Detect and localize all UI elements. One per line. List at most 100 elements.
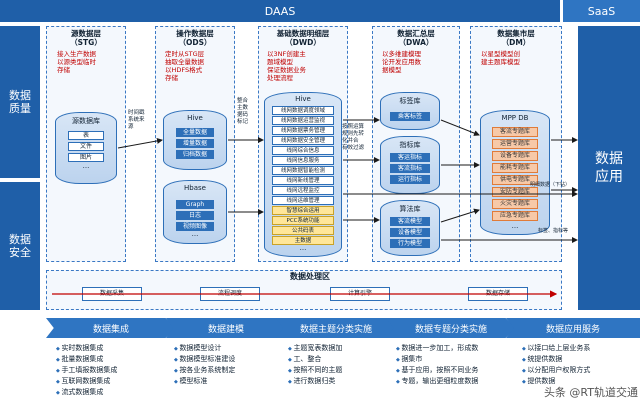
list-item: 数据进一步加工，形成数 [396, 343, 516, 354]
dm-item: 供电专题库 [492, 175, 538, 185]
dwd-item: 线网综合信息 [272, 146, 334, 155]
tag-library-title: 标签库 [399, 97, 421, 105]
list-item: 主题宽表数据加 [288, 343, 386, 354]
ods-hbase-item: 视频图像 [176, 222, 214, 231]
proc-step-store: 数据存储 [468, 287, 528, 301]
list-item: 模型标准 [174, 376, 279, 387]
source-bullet: 存储 [57, 66, 70, 74]
list-item: 基于应用，按照不同业务 [396, 365, 516, 376]
dwd-item: 线网数据安全管理 [272, 136, 334, 145]
tab-theme-classification: 数据主题分类实施 [276, 318, 396, 338]
ods-bullet: 以HDFS格式 [165, 66, 203, 74]
ods-hive-item: 归档数据 [176, 150, 214, 159]
theme-list: 主题宽表数据加 工、整合 按照不同的主题 进行数据归类 [288, 343, 386, 387]
metric-library-title: 指标库 [399, 141, 421, 149]
dm-item: 能耗专题库 [492, 163, 538, 173]
dwd-item: 线网运维管理 [272, 196, 334, 205]
dwd-flow-label: 按照运算 规则先转 化并合 有效过滤 [342, 124, 365, 151]
dm-item: 火灾专题库 [492, 199, 538, 209]
dwd-item: PCC系统功能 [272, 216, 334, 225]
ods-dots: ··· [191, 232, 199, 240]
dwd-item: 线网信息服务 [272, 156, 334, 165]
tab-data-modeling: 数据建模 [166, 318, 286, 338]
ods-layer-title: 操作数据层 （ODS） [176, 29, 214, 47]
ods-bullet: 定时从STG层 [165, 50, 205, 58]
dm-bullet: 以星型模型创 [481, 50, 520, 58]
ods-flow-label: 整合 主数 据码 标记 [237, 98, 249, 125]
tab-topic-classification: 数据专题分类实施 [386, 318, 516, 338]
ods-hive-title: Hive [187, 114, 203, 122]
dm-item: 应急专题库 [492, 211, 538, 221]
dwa-bullets: 以多维建模理 论开发应用数 据模型 [377, 50, 459, 74]
list-item: 数据模型标准建设 [174, 354, 279, 365]
list-item: 据集市 [396, 354, 516, 365]
dm-item: 客流专题库 [492, 127, 538, 137]
ods-hbase-item: Graph [176, 200, 214, 209]
dwd-layer-title: 基础数据明细层 （DWD） [276, 29, 330, 47]
dm-item: 安防专题库 [492, 187, 538, 197]
list-item: 手工填报数据集成 [56, 365, 166, 376]
tag-library-item: 乘客标签 [390, 112, 430, 121]
dwd-item: 线网数据运营监视 [272, 116, 334, 125]
list-item: 以分配用户权限方式 [522, 365, 640, 376]
ods-bullets: 定时从STG层 抽取全量数据 以HDFS格式 存储 [160, 50, 235, 82]
data-security-band: 数据 安全 [0, 182, 40, 310]
ods-hive-item: 增量数据 [176, 139, 214, 148]
source-db-title: 源数据库 [72, 117, 100, 125]
list-item: 批量数据集成 [56, 354, 166, 365]
list-item: 按照不同的主题 [288, 365, 386, 376]
dwa-bullet: 据模型 [382, 66, 402, 74]
algorithm-library-item: 行为模型 [390, 239, 430, 248]
source-dots: ··· [82, 164, 90, 172]
dm-note-drilldown: 明细数据（下钻） [530, 182, 571, 188]
processing-title: 数据处理区 [290, 272, 330, 281]
dm-bullet: 建主题库模型 [481, 58, 520, 66]
ods-bullet: 存储 [165, 74, 178, 82]
list-item: 工、整合 [288, 354, 386, 365]
list-item: 统提供数据 [522, 354, 640, 365]
dwa-bullet: 以多维建模理 [382, 50, 421, 58]
daas-header: DAAS [0, 0, 560, 22]
source-item-file: 文件 [68, 142, 104, 151]
metric-library-item: 运行指标 [390, 175, 430, 184]
list-item: 提供数据 [522, 376, 640, 387]
source-bullets: 接入生产数据 以源类型临时 存储 [52, 50, 126, 74]
dm-item: 运营专题库 [492, 139, 538, 149]
dm-layer-title: 数据集市层 （DM） [497, 29, 535, 47]
dwd-item: 智慧综合运用 [272, 206, 334, 215]
dm-dots: ··· [511, 224, 519, 232]
metric-library-item: 客运指标 [390, 153, 430, 162]
dm-bullets: 以星型模型创 建主题库模型 [476, 50, 562, 66]
dm-item: 设备专题库 [492, 151, 538, 161]
data-quality-band: 数据 质量 [0, 26, 40, 178]
topic-list: 数据进一步加工，形成数 据集市 基于应用，按照不同业务 专题，输出更细粒度数据 [396, 343, 516, 387]
ods-hive-item: 全量数据 [176, 128, 214, 137]
dwd-item: 线网远程监控 [272, 186, 334, 195]
list-item: 互联网数据集成 [56, 376, 166, 387]
data-application-band: 数据 应用 [578, 26, 640, 310]
dwd-bullet: 以3NF创建主 [267, 50, 306, 58]
proc-step-compute: 计算引擎 [330, 287, 390, 301]
integration-list: 实时数据集成 批量数据集成 手工填报数据集成 互联网数据集成 流式数据集成 [56, 343, 166, 398]
modeling-list: 数据模型设计 数据模型标准建设 按各业务系统制定 模型标准 [174, 343, 279, 387]
dwd-item: 主数据 [272, 236, 334, 245]
mpp-db-title: MPP DB [501, 114, 529, 122]
source-bullet: 以源类型临时 [57, 58, 96, 66]
list-item: 按各业务系统制定 [174, 365, 279, 376]
list-item: 专题，输出更细粒度数据 [396, 376, 516, 387]
list-item: 进行数据归类 [288, 376, 386, 387]
proc-step-collect: 数据采集 [82, 287, 142, 301]
source-flow-label: 时间戳 系统来 源 [128, 110, 145, 130]
watermark: 头条 @RT轨道交通 [543, 386, 638, 399]
proc-step-schedule: 流程调度 [200, 287, 260, 301]
source-item-image: 图片 [68, 153, 104, 162]
list-item: 以接口给上层业务系 [522, 343, 640, 354]
saas-header: SaaS [563, 0, 640, 22]
dwd-item: 线网数据调度领域 [272, 106, 334, 115]
list-item: 数据模型设计 [174, 343, 279, 354]
dwa-layer-title: 数据汇总层 （DWA） [397, 29, 435, 47]
dwd-item: 线网新线管理 [272, 176, 334, 185]
dwd-bullets: 以3NF创建主 题域模型 保证数据业务 处理流程 [262, 50, 348, 82]
dm-note-tags: 标签、指标等 [538, 228, 569, 234]
algorithm-library-item: 客流模型 [390, 217, 430, 226]
